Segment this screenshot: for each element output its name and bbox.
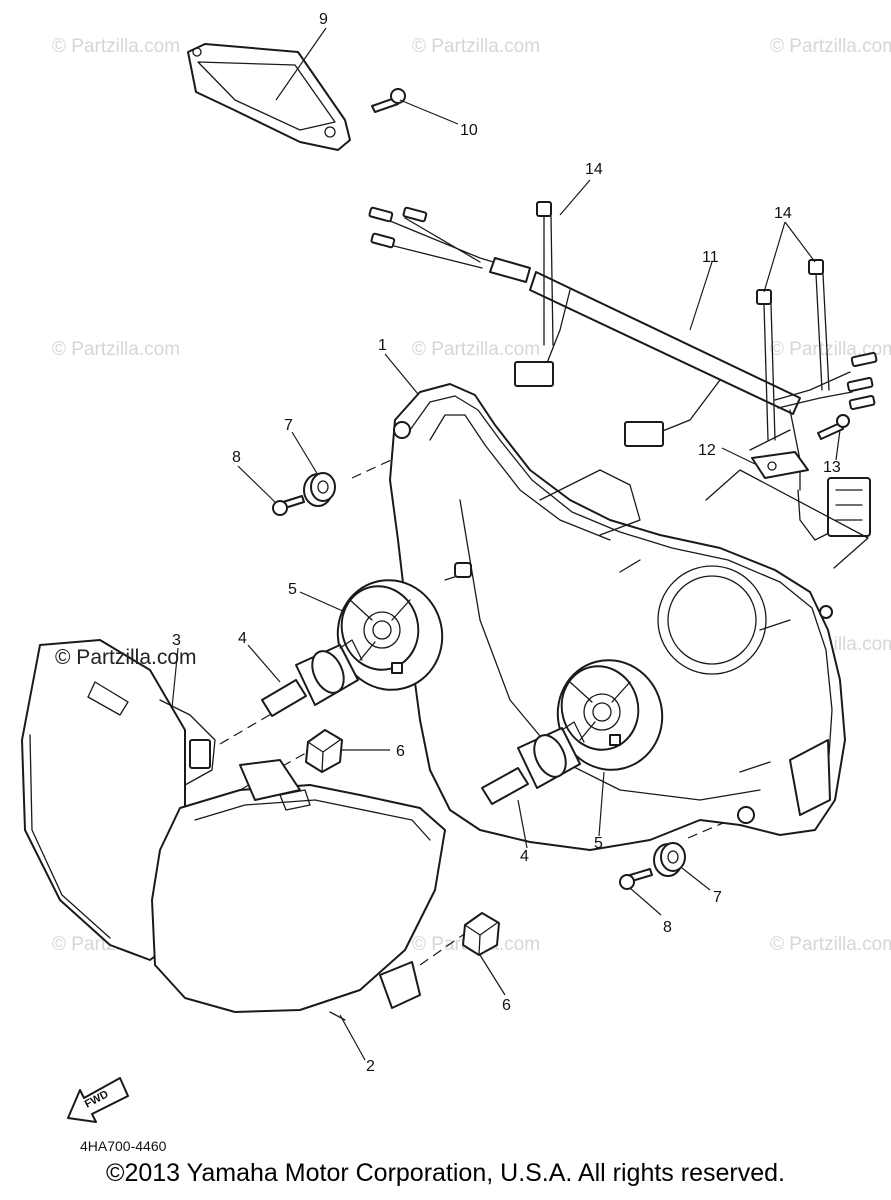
callout-label: 13: [823, 459, 841, 476]
callout-label: 8: [663, 919, 672, 936]
part-11-wire-harness: [368, 206, 878, 541]
part-6-damper-upper: [305, 729, 343, 773]
watermark: © Partzilla.com: [412, 36, 540, 57]
watermark: © Partzilla.com: [412, 339, 540, 360]
copyright-notice: ©2013 Yamaha Motor Corporation, U.S.A. A…: [106, 1159, 785, 1187]
callout-label: 7: [713, 889, 722, 906]
part-3-lens-left: [21, 639, 216, 961]
part-13-screw: [817, 414, 850, 440]
fwd-arrow-icon: FWD: [67, 1077, 129, 1123]
part-9-cover: [187, 43, 351, 151]
part-12-bracket: [751, 451, 809, 479]
callout-label: 2: [366, 1058, 375, 1075]
part-1-housing: [389, 383, 846, 851]
callout-label: 12: [698, 442, 716, 459]
part-6-damper-lower: [462, 912, 500, 956]
part-2-lens-right: [151, 759, 446, 1021]
callout-label: 4: [238, 630, 247, 647]
leader-lines: [171, 27, 841, 1061]
part-4-bulb-lower: [481, 721, 585, 805]
watermark: © Partzilla.com: [770, 934, 891, 955]
watermark: © Partzilla.com: [52, 36, 180, 57]
callout-label: 10: [460, 122, 478, 139]
watermark: © Partzilla.com: [52, 339, 180, 360]
callout-label: 6: [502, 997, 511, 1014]
part-7-grommet-lower: [653, 842, 686, 877]
part-8-screw-upper: [272, 495, 305, 516]
drawing-code: 4HA700-4460: [80, 1138, 167, 1154]
part-4-bulb-upper: [261, 639, 363, 717]
callout-label: 3: [172, 632, 181, 649]
part-10-screw: [371, 88, 406, 113]
part-5-socket-upper: [336, 579, 444, 691]
part-8-screw-lower: [619, 868, 653, 890]
watermark-dark: © Partzilla.com: [55, 646, 197, 669]
callout-label: 11: [702, 249, 719, 266]
callout-label: 6: [396, 743, 405, 760]
callout-label: 9: [319, 11, 328, 28]
callout-label: 4: [520, 848, 529, 865]
callout-label: 7: [284, 417, 293, 434]
callout-label: 8: [232, 449, 241, 466]
callouts: 9 10 14 14 11 1 7 12 8 13 5 3 4 6 5 4 7 …: [172, 11, 841, 1075]
callout-label: 14: [774, 205, 792, 222]
callout-label: 14: [585, 161, 603, 178]
part-7-grommet-upper: [303, 472, 336, 507]
callout-label: 5: [594, 835, 603, 852]
callout-label: 5: [288, 581, 297, 598]
watermark: © Partzilla.com: [770, 36, 891, 57]
callout-label: 1: [378, 337, 387, 354]
